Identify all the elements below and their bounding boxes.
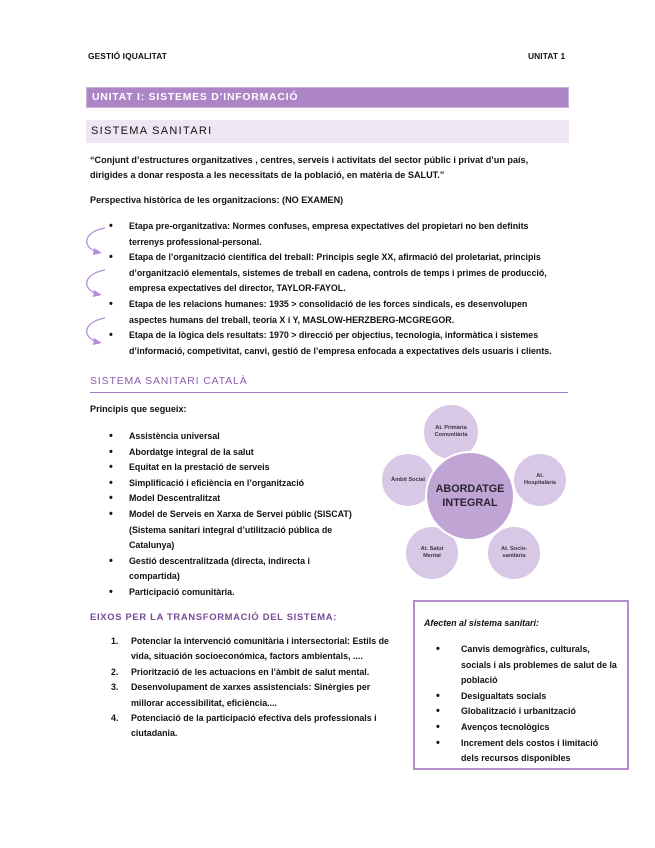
affects-box: Afecten al sistema sanitari: Canvis demo… xyxy=(413,600,629,770)
affects-list: Canvis demogràfics, culturals,socials i … xyxy=(415,642,627,767)
list-item: 2. Priorització de les actuacions en l’à… xyxy=(111,666,370,677)
list-item: Participació comunitària. xyxy=(88,585,378,601)
section-heading-catala: SISTEMA SANITARI CATALÀ xyxy=(90,376,568,393)
list-item: Model Descentralitzat xyxy=(88,491,378,507)
principles-list: Assistència universal Abordatge integral… xyxy=(88,429,378,601)
unit-title: UNITAT I: SISTEMES D’INFORMACIÓ xyxy=(92,92,299,103)
list-item: Model de Serveis en Xarxa de Servei públ… xyxy=(88,507,378,554)
list-item: Equitat en la prestació de serveis xyxy=(88,460,378,476)
section-heading-bar: SISTEMA SANITARI xyxy=(86,120,569,143)
list-item: 1. Potenciar la intervenció comunitària … xyxy=(111,636,389,662)
list-item: Etapa de l’organització científica del t… xyxy=(88,250,578,297)
diagram-node-sociosanitaria: At. Socio-sanitària xyxy=(486,525,542,581)
section-heading: SISTEMA SANITARI xyxy=(91,125,213,137)
list-item: 3. Desenvolupament de xarxes assistencia… xyxy=(111,682,371,708)
list-item: Avenços tecnològics xyxy=(415,720,627,736)
historical-stages-list: Etapa pre-organitzativa: Normes confuses… xyxy=(88,219,578,359)
list-item: Assistència universal xyxy=(88,429,378,445)
affects-box-title: Afecten al sistema sanitari: xyxy=(424,618,539,628)
list-item: Globalització i urbanització xyxy=(415,704,627,720)
eixos-list: 1. Potenciar la intervenció comunitària … xyxy=(88,634,408,742)
list-item: Desigualtats socials xyxy=(415,689,627,705)
unit-title-bar: UNITAT I: SISTEMES D’INFORMACIÓ xyxy=(86,87,569,108)
list-item: Etapa pre-organitzativa: Normes confuses… xyxy=(88,219,578,250)
list-item: 4. Potenciació de la participació efecti… xyxy=(111,713,377,739)
list-item: Etapa de les relacions humanes: 1935 > c… xyxy=(88,297,578,328)
diagram-node-hospitalaria: At.Hospitalària xyxy=(512,452,568,508)
list-item: Canvis demogràfics, culturals,socials i … xyxy=(415,642,627,689)
perspective-label: Perspectiva històrica de les organitzaci… xyxy=(90,195,344,205)
eixos-heading: EIXOS PER LA TRANSFORMACIÓ DEL SISTEMA: xyxy=(90,611,338,622)
list-item: Simplificació i eficiència en l’organitz… xyxy=(88,476,378,492)
list-item: Gestió descentralitzada (directa, indire… xyxy=(88,554,378,585)
list-item: Abordatge integral de la salut xyxy=(88,445,378,461)
quote-line: dirigides a donar resposta a les necessi… xyxy=(90,170,445,180)
quote-line: “Conjunt d’estructures organitzatives , … xyxy=(90,155,529,165)
definition-quote: “Conjunt d’estructures organitzatives , … xyxy=(90,153,570,183)
principles-intro: Principis que segueix: xyxy=(90,404,187,414)
header-right: UNITAT 1 xyxy=(528,51,566,61)
list-item: Etapa de la lògica dels resultats: 1970 … xyxy=(88,328,578,359)
header-left: GESTIÓ IQUALITAT xyxy=(88,51,167,61)
